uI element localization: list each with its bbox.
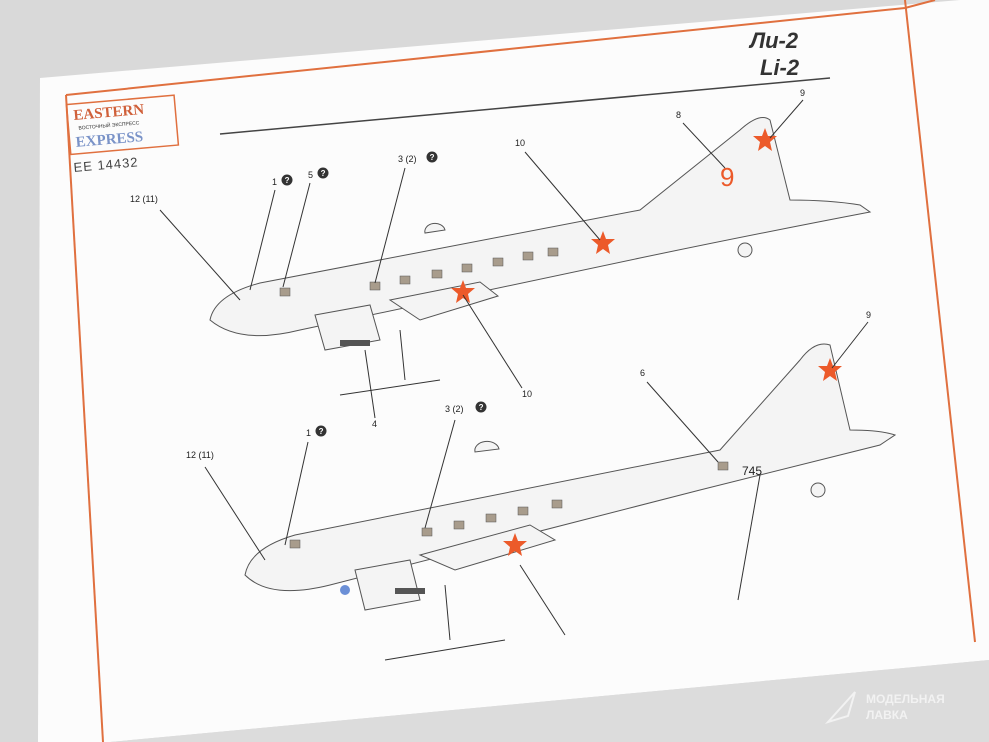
- svg-text:8: 8: [676, 110, 681, 120]
- svg-text:3 (2): 3 (2): [398, 154, 417, 164]
- svg-text:3 (2): 3 (2): [445, 404, 464, 414]
- svg-text:5: 5: [308, 170, 313, 180]
- tail-number-9: 9: [720, 162, 734, 192]
- modelnaya-lavka-watermark: МОДЕЛЬНАЯ ЛАВКА: [824, 691, 945, 724]
- svg-text:1: 1: [272, 177, 277, 187]
- title-rule: [219, 77, 831, 135]
- svg-text:9: 9: [866, 310, 871, 320]
- eastern-express-logo: EASTERN ВОСТОЧНЫЙ ЭКСПРЕСС EXPRESS: [65, 94, 180, 156]
- svg-text:ЛАВКА: ЛАВКА: [866, 708, 908, 722]
- svg-text:EASTERN: EASTERN: [73, 102, 145, 124]
- kit-code: EE 14432: [73, 154, 139, 175]
- title-en: Li-2: [760, 55, 800, 80]
- title-ru: Ли-2: [748, 28, 799, 53]
- svg-text:1: 1: [306, 428, 311, 438]
- fuselage-number-745: 745: [742, 464, 762, 478]
- upper-callouts: 12 (11) 1 5 3 (2) 10 8 9 4 10: [130, 88, 805, 429]
- svg-text:12 (11): 12 (11): [130, 194, 158, 204]
- svg-text:12 (11): 12 (11): [186, 450, 214, 460]
- lower-callouts: 12 (11) 1 3 (2) 6 9: [186, 310, 871, 636]
- svg-text:10: 10: [515, 138, 525, 148]
- svg-text:10: 10: [522, 389, 532, 399]
- paper-shadow: [38, 660, 989, 742]
- paper-sheet: [38, 0, 989, 742]
- svg-text:EXPRESS: EXPRESS: [75, 129, 144, 151]
- lower-aircraft-profile: 745: [244, 343, 897, 661]
- svg-text:9: 9: [800, 88, 805, 98]
- svg-text:6: 6: [640, 368, 645, 378]
- svg-text:МОДЕЛЬНАЯ: МОДЕЛЬНАЯ: [866, 692, 945, 706]
- svg-text:4: 4: [372, 419, 377, 429]
